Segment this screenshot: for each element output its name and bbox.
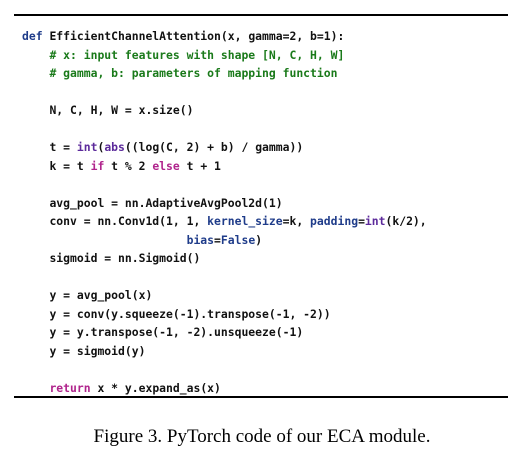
code-listing-box: def EfficientChannelAttention(x, gamma=2… [14, 14, 508, 398]
code-line-1: def EfficientChannelAttention(x, gamma=2… [22, 27, 427, 46]
code-line-10: avg_pool = nn.AdaptiveAvgPool2d(1) [22, 194, 427, 213]
code-line-5: N, C, H, W = x.size() [22, 101, 427, 120]
function-name: EfficientChannelAttention [49, 29, 221, 43]
code-line-13: sigmoid = nn.Sigmoid() [22, 249, 427, 268]
code-text: y = conv(y.squeeze(-1).transpose(-1, -2)… [49, 306, 331, 321]
code-text: ) [255, 232, 263, 247]
comment-text: # gamma, b: parameters of mapping functi… [49, 66, 338, 80]
code-line-20: return x * y.expand_as(x) [22, 379, 427, 398]
builtin-int: int [76, 140, 98, 154]
code-line-15: y = avg_pool(x) [22, 286, 427, 305]
code-line-8: k = t if t % 2 else t + 1 [22, 157, 427, 176]
kwarg-bias: bias [186, 232, 215, 247]
code-line-17: y = y.transpose(-1, -2).unsqueeze(-1) [22, 323, 427, 342]
code-text: y = avg_pool(x) [49, 288, 153, 302]
code-text: y = y.transpose(-1, -2).unsqueeze(-1) [49, 325, 304, 339]
builtin-abs: abs [104, 140, 125, 154]
code-line-3-comment: # gamma, b: parameters of mapping functi… [22, 64, 427, 83]
code-line-11: conv = nn.Conv1d(1, 1, kernel_size=k, pa… [22, 212, 427, 231]
builtin-int: int [364, 214, 386, 228]
code-text: t + 1 [179, 158, 221, 173]
comment-text: # x: input features with shape [N, C, H,… [49, 47, 345, 62]
code-line-16: y = conv(y.squeeze(-1).transpose(-1, -2)… [22, 305, 427, 324]
def-keyword: def [22, 29, 43, 43]
code-text: t % 2 [104, 158, 153, 173]
code-text: y = sigmoid(y) [49, 343, 146, 358]
code-line-7: t = int(abs((log(C, 2) + b) / gamma)) [49, 140, 304, 154]
code-text: x * y.expand_as(x) [90, 380, 221, 395]
code-text: sigmoid = nn.Sigmoid() [49, 251, 201, 265]
code-line-12: bias=False) [22, 231, 427, 250]
figure-caption: Figure 3. PyTorch code of our ECA module… [93, 426, 431, 447]
code-text: ((log(C, 2) + b) / gamma)) [124, 140, 304, 154]
code-text: k = t [49, 158, 91, 173]
code-line-9-blank [22, 175, 427, 194]
code-text: N, C, H, W = x.size() [49, 103, 194, 117]
function-params: (x, gamma=2, b=1): [220, 29, 345, 43]
code-line-6-blank [22, 120, 427, 139]
code-line-2-comment: # x: input features with shape [N, C, H,… [22, 46, 427, 65]
code-text: =k, [282, 214, 311, 228]
return-keyword: return [49, 380, 91, 395]
code-text: t = [49, 140, 77, 154]
code-text: avg_pool = nn.AdaptiveAvgPool2d(1) [49, 195, 283, 210]
code-line-18: y = sigmoid(y) [22, 342, 427, 361]
else-keyword: else [152, 158, 180, 173]
code-line-19-blank [22, 360, 427, 379]
code-line-14-blank [22, 268, 427, 287]
kwarg-padding: padding [310, 214, 359, 228]
false-literal: False [220, 232, 256, 247]
code-text: (k/2), [385, 214, 427, 228]
code-line-4-blank [22, 83, 427, 102]
code-text: = [358, 214, 365, 228]
code-text: conv = nn.Conv1d(1, 1, [49, 214, 208, 228]
code-text: = [214, 232, 221, 247]
if-keyword: if [90, 158, 105, 173]
code-listing: def EfficientChannelAttention(x, gamma=2… [22, 27, 427, 397]
kwarg-kernel-size: kernel_size [207, 214, 283, 228]
